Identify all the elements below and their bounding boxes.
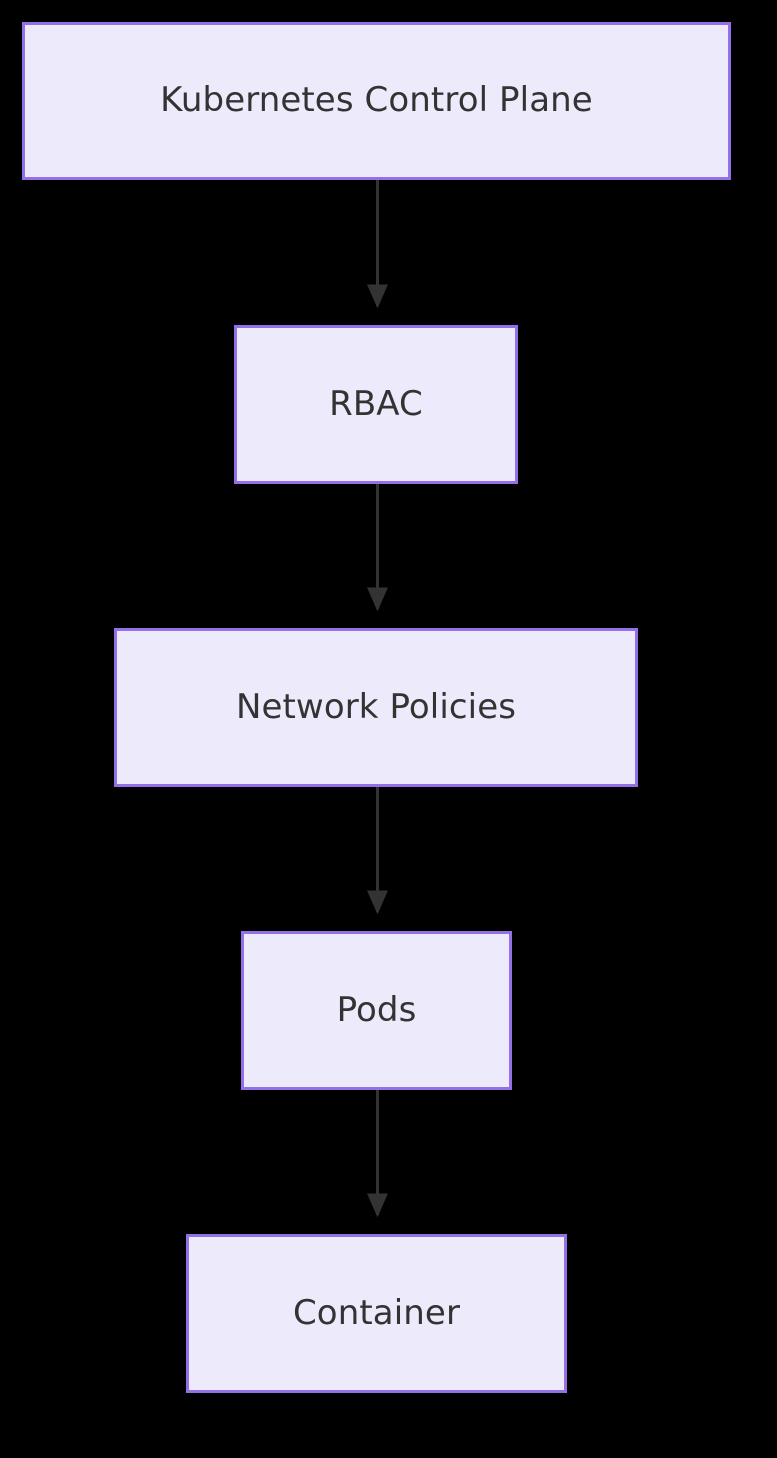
flow-node-label: Kubernetes Control Plane	[160, 80, 593, 121]
flow-node-pods[interactable]: Pods	[241, 931, 512, 1090]
flow-node-label: Network Policies	[235, 686, 517, 727]
flow-node-control-plane[interactable]: Kubernetes Control Plane	[22, 22, 731, 180]
flow-node-rbac[interactable]: RBAC	[234, 325, 518, 484]
flow-node-label: RBAC	[329, 383, 423, 424]
flow-node-container[interactable]: Container	[186, 1234, 567, 1393]
flow-node-label: Pods	[336, 989, 417, 1030]
flow-node-network-policies[interactable]: Network Policies	[114, 628, 638, 787]
flow-node-label: Container	[292, 1292, 461, 1333]
